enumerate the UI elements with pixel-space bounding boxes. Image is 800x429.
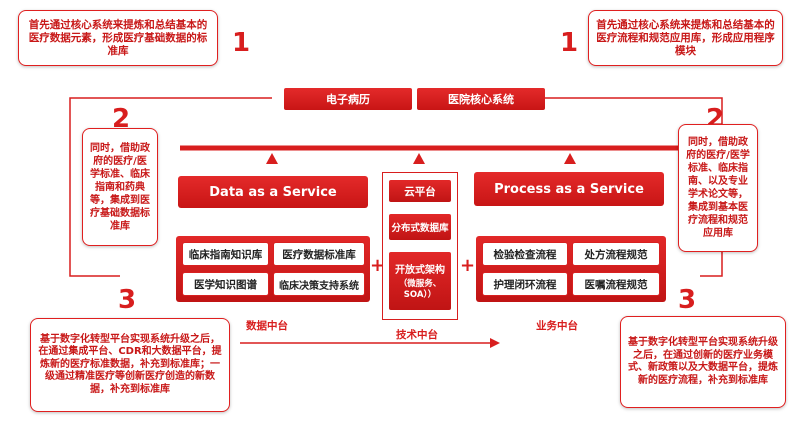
core-system-hospital: 医院核心系统 xyxy=(417,88,545,110)
open-arch-subtitle: （微服务、SOA）） xyxy=(398,279,442,300)
callout-top-right: 首先通过核心系统来提炼和总结基本的医疗流程和规范应用库，形成应用程序模块 xyxy=(588,10,783,66)
data-middle-platform-label: 数据中台 xyxy=(246,320,288,332)
data-item-standard-lib: 医疗数据标准库 xyxy=(273,242,365,266)
data-as-a-service-title: Data as a Service xyxy=(178,176,368,208)
plus-left: + xyxy=(370,255,386,276)
step-number-2-left: 2 xyxy=(112,104,131,134)
callout-mid-left: 同时，借助政府的医疗/医学标准、临床指南和药典等，集成到医疗基础数据标准库 xyxy=(82,128,158,246)
process-as-a-service-title: Process as a Service xyxy=(474,172,664,206)
business-middle-platform-label: 业务中台 xyxy=(536,320,578,332)
step-number-1-right: 1 xyxy=(560,28,579,58)
up-arrow-center xyxy=(413,153,425,164)
process-item-prescription: 处方流程规范 xyxy=(572,242,660,266)
bottom-flow-arrow xyxy=(490,338,500,348)
step-number-3-left: 3 xyxy=(118,285,137,315)
outer-loop-left xyxy=(69,97,272,277)
process-item-medical-order: 医嘱流程规范 xyxy=(572,272,660,296)
process-item-lab-exam: 检验检查流程 xyxy=(482,242,568,266)
data-item-cdss: 临床决策支持系统 xyxy=(273,272,365,296)
core-system-emr: 电子病历 xyxy=(284,88,412,110)
callout-top-left: 首先通过核心系统来提炼和总结基本的医疗数据元素，形成医疗基础数据的标准库 xyxy=(18,10,218,66)
tech-cloud-platform: 云平台 xyxy=(389,180,451,202)
up-arrow-left xyxy=(266,153,278,164)
data-item-guideline-kb: 临床指南知识库 xyxy=(182,242,269,266)
tech-middle-platform-label: 技术中台 xyxy=(396,329,438,341)
tech-distributed-db: 分布式数据库 xyxy=(389,214,451,240)
plus-right: + xyxy=(460,255,476,276)
open-arch-title: 开放式架构 xyxy=(395,265,445,276)
step-number-1-left: 1 xyxy=(232,28,251,58)
callout-bottom-right: 基于数字化转型平台实现系统升级之后，在通过创新的医疗业务模式、新政策以及大数据平… xyxy=(620,316,786,408)
data-item-knowledge-graph: 医学知识图谱 xyxy=(182,272,269,296)
tech-open-architecture: 开放式架构 （微服务、SOA）） xyxy=(389,252,451,310)
process-item-nursing-loop: 护理闭环流程 xyxy=(482,272,568,296)
up-arrow-right xyxy=(564,153,576,164)
callout-bottom-left: 基于数字化转型平台实现系统升级之后，在通过集成平台、CDR和大数据平台，提炼新的… xyxy=(30,318,230,412)
callout-mid-right: 同时，借助政府的医疗/医学标准、临床指南、以及专业学术论文等，集成到基本医疗流程… xyxy=(678,124,758,252)
step-number-3-right: 3 xyxy=(678,285,697,315)
